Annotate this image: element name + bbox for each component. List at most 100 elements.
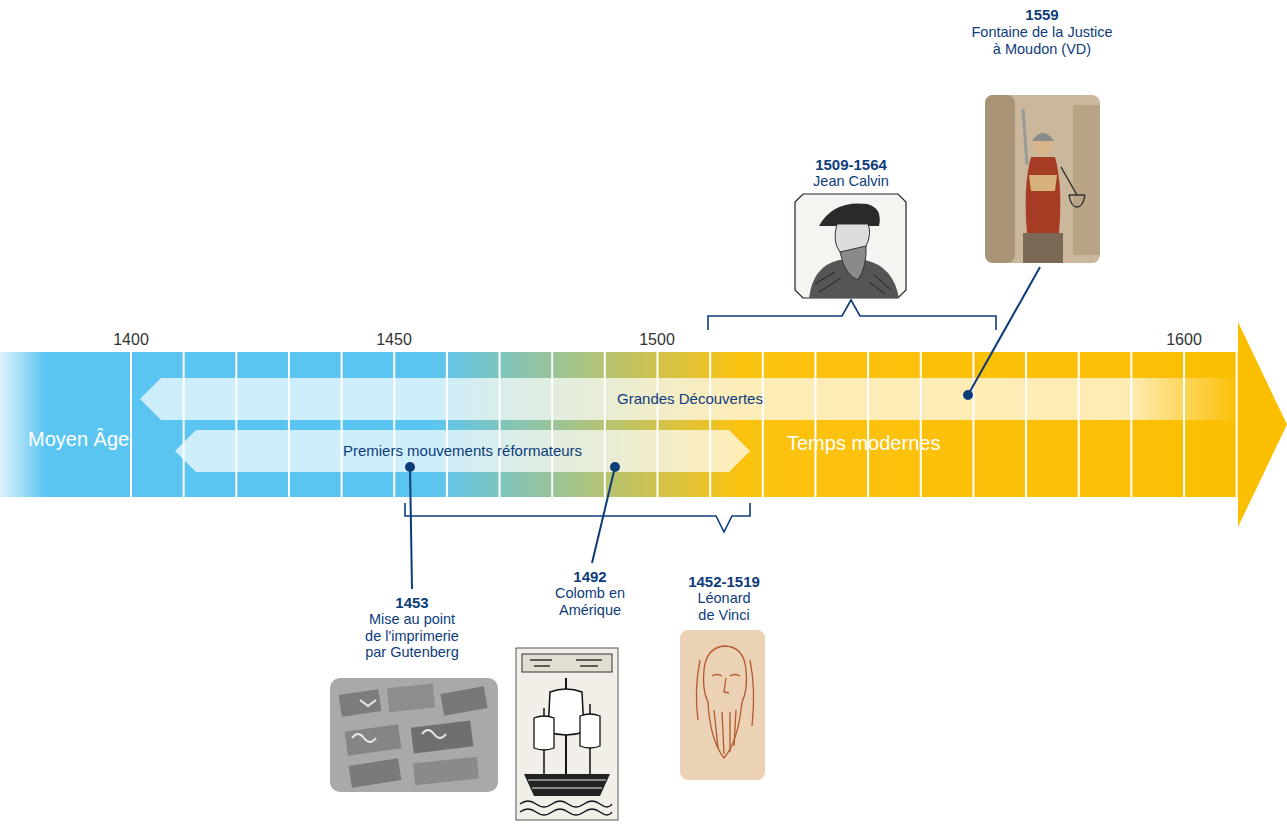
event-dot [405,390,973,472]
fountain-photo-part [1029,175,1057,191]
fountain-photo-part [1069,194,1085,196]
leonardo-portrait-part-part [696,660,753,726]
event-caption: Léonard de Vinci [690,590,758,623]
label-slot: 1400 [101,331,161,349]
event-date: 1453 [372,594,452,611]
decade-gridline [183,352,185,497]
decade-gridline [1078,352,1080,497]
leader-line-part [410,467,412,589]
label-slot: 1500 [627,331,687,349]
year-tick: 1500 [627,331,687,349]
event-caption: Jean Calvin [791,173,911,190]
label-slot: Colomb en Amérique [545,585,635,618]
leonardo-portrait-part-part [708,702,742,758]
decade-gridline [762,352,764,497]
label-slot: 1450 [364,331,424,349]
decade-gridline [657,352,659,497]
ship-woodcut-part [520,801,612,807]
ship-woodcut-part [520,809,612,815]
vinci-bracket [405,503,750,532]
fountain-photo-part [1069,195,1085,207]
decade-gridline [709,352,711,497]
leonardo-portrait-part [680,630,765,780]
period-band: Premiers mouvements réformateurs [175,430,750,472]
leonardo-portrait-part-part [704,670,709,702]
decade-gridline [393,352,395,497]
ship-woodcut-part [530,660,602,666]
printing-type-photo-part [349,758,402,788]
fountain-photo-part [985,95,1015,263]
ship-woodcut-part [516,648,618,820]
decade-gridline [1025,352,1027,497]
fountain-photo-part [1061,167,1077,195]
event-caption: Fontaine de la Justice à Moudon (VD) [967,24,1117,57]
decade-gridline [499,352,501,497]
decade-gridline [551,352,553,497]
calvin-portrait-part [819,203,880,226]
timeline-arrow-shape [0,322,1287,527]
event-date: 1452-1519 [674,573,774,590]
calvin-portrait-part [815,272,891,294]
leonardo-portrait-part-part [712,675,740,677]
text-slot: Premiers mouvements réformateurs [175,430,750,472]
event-dot-part [405,462,415,472]
decade-gridline [235,352,237,497]
printing-type-photo-part [413,757,479,786]
period-label: Moyen Âge [28,428,129,451]
event-date: 1559 [1002,6,1082,23]
calvin-portrait [795,194,906,298]
decade-gridline [604,352,606,497]
period-band: Grandes Découvertes [140,378,1240,420]
ship-woodcut [516,648,618,820]
decade-gridline [972,352,974,497]
decade-gridline [130,352,132,497]
period-label: Temps modernes [787,432,940,455]
label-slot: 1492 [550,568,630,585]
decade-gridline [341,352,343,497]
event-date: 1509-1564 [791,156,911,173]
ship-woodcut-part [534,716,554,750]
printing-type-photo-part [330,678,498,792]
printing-type-photo-part [440,686,487,715]
vinci-bracket-part [405,503,750,532]
label-slot: 1452-1519 [674,573,774,590]
leader-line-part [592,467,615,563]
timeline-body [0,322,1287,527]
fountain-photo-part [1023,109,1027,165]
leader-line [410,267,1040,589]
printing-type-photo [330,678,498,792]
event-caption: Colomb en Amérique [545,585,635,618]
fountain-photo-part [1073,105,1100,255]
event-caption: Mise au point de l'imprimerie par Gutenb… [361,611,463,661]
label-slot: 1559 [1002,6,1082,23]
decade-gridline [814,352,816,497]
fountain-photo-part [985,95,1100,263]
timeline-arrow: Grandes DécouvertesPremiers mouvements r… [0,322,1287,527]
leonardo-portrait-part [696,646,753,758]
event-dot-part [610,462,620,472]
band-arrow [175,430,750,472]
printing-type-photo-part [387,684,435,713]
leader-line-part [968,267,1040,395]
fountain-photo [985,95,1100,263]
leonardo-portrait-part-part [724,678,729,693]
year-tick: 1400 [101,331,161,349]
leonardo-portrait [680,630,765,780]
band-label: Grandes Découvertes [617,390,763,408]
label-slot: 1453 [372,594,452,611]
ship-woodcut-part [524,774,610,796]
decade-gridline [1130,352,1132,497]
decade-gridline [446,352,448,497]
calvin-portrait-part [840,246,866,280]
label-slot: 1600 [1154,331,1214,349]
label-slot: Fontaine de la Justice à Moudon (VD) [967,24,1117,57]
text-slot: Temps modernes [787,432,940,455]
event-dot-part [963,390,973,400]
label-slot: 1509-1564 [791,156,911,173]
label-slot: Mise au point de l'imprimerie par Gutenb… [361,611,463,661]
year-tick: 1600 [1154,331,1214,349]
leonardo-portrait-part-part [714,710,736,754]
fountain-photo-part [1026,157,1061,233]
calvin-bracket [708,300,996,330]
